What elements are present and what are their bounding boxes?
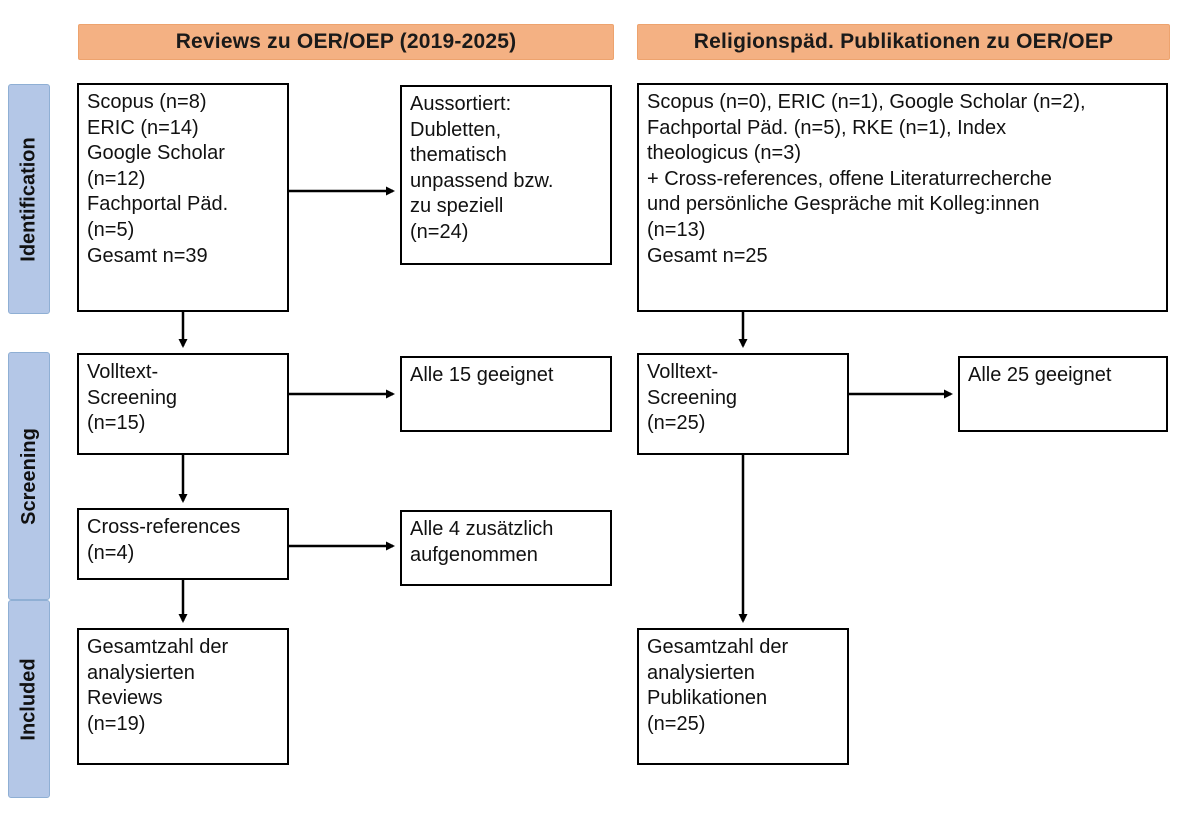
box-left-cross-references: Cross-references (n=4) (77, 508, 289, 580)
box-left-added: Alle 4 zusätzlich aufgenommen (400, 510, 612, 586)
box-left-total-included: Gesamtzahl der analysierten Reviews (n=1… (77, 628, 289, 765)
box-left-excluded: Aussortiert: Dubletten, thematisch unpas… (400, 85, 612, 265)
stage-label-included-text: Included (17, 657, 40, 741)
stage-label-identification: Identification (8, 84, 50, 314)
box-right-total-included: Gesamtzahl der analysierten Publikatione… (637, 628, 849, 765)
box-left-eligible: Alle 15 geeignet (400, 356, 612, 432)
box-right-fulltext-screening: Volltext- Screening (n=25) (637, 353, 849, 455)
stage-label-identification-text: Identification (17, 136, 40, 262)
column-header-reviews: Reviews zu OER/OEP (2019-2025) (78, 24, 614, 60)
stage-label-screening-text: Screening (17, 427, 40, 525)
box-left-identification-sources: Scopus (n=8) ERIC (n=14) Google Scholar … (77, 83, 289, 312)
box-right-identification-sources: Scopus (n=0), ERIC (n=1), Google Scholar… (637, 83, 1168, 312)
column-header-religionspaed: Religionspäd. Publikationen zu OER/OEP (637, 24, 1170, 60)
box-left-fulltext-screening: Volltext- Screening (n=15) (77, 353, 289, 455)
stage-label-included: Included (8, 600, 50, 798)
box-right-eligible: Alle 25 geeignet (958, 356, 1168, 432)
stage-label-screening: Screening (8, 352, 50, 600)
